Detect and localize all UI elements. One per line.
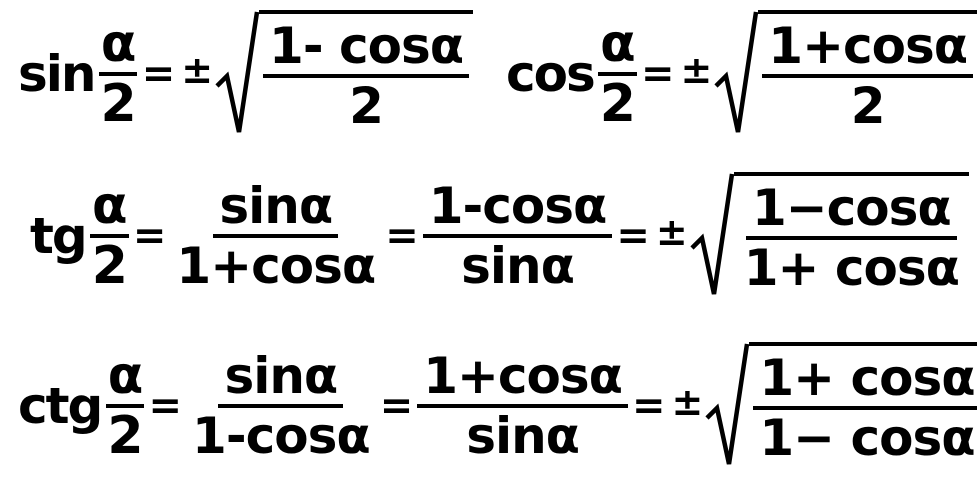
- fraction-numerator: 1+cosα: [417, 349, 629, 408]
- function-name: sin: [18, 45, 96, 103]
- equals-sign: =: [616, 213, 650, 259]
- radical-sign-icon: [215, 11, 260, 133]
- fraction-numerator: sinα: [213, 179, 339, 238]
- fraction-numerator: 1−cosα: [745, 181, 957, 240]
- fraction-denominator: 2: [349, 77, 384, 135]
- plus-minus-sign: ±: [655, 210, 688, 254]
- formula-tg-half-angle: tg α 2 = sinα 1+cosα = 1-cosα sinα = ± 1…: [30, 172, 969, 300]
- square-root: 1+ cosα 1− cosα: [705, 342, 977, 470]
- fraction-numerator: α: [98, 14, 138, 76]
- formula-ctg-half-angle: ctg α 2 = sinα 1-cosα = 1+cosα sinα = ± …: [18, 342, 977, 470]
- one-minus-cos-over-sin-fraction: 1-cosα sinα: [422, 179, 613, 295]
- fraction-denominator: 1+ cosα: [743, 239, 960, 297]
- equals-sign: =: [385, 213, 419, 259]
- fraction-numerator: α: [597, 14, 637, 76]
- equals-sign: =: [148, 383, 183, 429]
- equals-sign: =: [132, 213, 167, 259]
- radicand: 1−cosα 1+ cosα: [733, 172, 969, 300]
- fraction-denominator: 1+cosα: [176, 237, 376, 295]
- fraction-numerator: 1-cosα: [422, 179, 613, 238]
- formula-cos-half-angle: cos α 2 = ± 1+cosα 2: [506, 10, 977, 138]
- plus-minus-sign: ±: [181, 48, 214, 92]
- fraction-numerator: α: [89, 176, 129, 238]
- function-name: cos: [506, 45, 596, 103]
- plus-minus-sign: ±: [680, 48, 713, 92]
- radical-sign-icon: [705, 343, 750, 465]
- radicand: 1+ cosα 1− cosα: [749, 342, 977, 470]
- fraction-numerator: α: [105, 346, 145, 408]
- fraction-numerator: 1- cosα: [263, 19, 470, 78]
- half-angle-fraction: α 2: [105, 346, 145, 466]
- sin-over-one-minus-cos-fraction: sinα 1-cosα: [186, 349, 376, 463]
- radicand-fraction: 1+cosα 2: [762, 19, 974, 135]
- fraction-denominator: 1-cosα: [192, 407, 371, 465]
- function-name: tg: [30, 207, 88, 265]
- fraction-denominator: sinα: [466, 407, 580, 465]
- formula-sin-half-angle: sin α 2 = ± 1- cosα 2: [18, 10, 474, 138]
- radicand-fraction: 1+ cosα 1− cosα: [753, 351, 977, 465]
- square-root: 1−cosα 1+ cosα: [690, 172, 969, 300]
- radical-sign-icon: [690, 173, 734, 295]
- fraction-denominator: 2: [91, 236, 128, 296]
- one-plus-cos-over-sin-fraction: 1+cosα sinα: [417, 349, 629, 465]
- half-angle-fraction: α 2: [98, 14, 138, 134]
- fraction-denominator: 2: [107, 406, 143, 466]
- equals-sign: =: [379, 383, 414, 429]
- square-root: 1+cosα 2: [714, 10, 977, 138]
- half-angle-fraction: α 2: [597, 14, 637, 134]
- fraction-denominator: 2: [100, 74, 137, 134]
- fraction-denominator: 2: [599, 74, 636, 134]
- equals-sign: =: [640, 51, 675, 97]
- radicand-fraction: 1−cosα 1+ cosα: [738, 181, 965, 295]
- radical-sign-icon: [714, 11, 759, 133]
- radicand: 1+cosα 2: [758, 10, 977, 138]
- equals-sign: =: [141, 51, 176, 97]
- fraction-denominator: 1− cosα: [759, 409, 975, 467]
- fraction-numerator: 1+cosα: [762, 19, 974, 78]
- fraction-numerator: sinα: [218, 349, 344, 408]
- fraction-denominator: sinα: [461, 237, 575, 295]
- radicand: 1- cosα 2: [259, 10, 474, 138]
- square-root: 1- cosα 2: [215, 10, 474, 138]
- equals-sign: =: [632, 383, 666, 429]
- fraction-numerator: 1+ cosα: [753, 351, 977, 410]
- radicand-fraction: 1- cosα 2: [263, 19, 470, 135]
- plus-minus-sign: ±: [671, 380, 704, 424]
- sin-over-one-plus-cos-fraction: sinα 1+cosα: [170, 179, 381, 293]
- fraction-denominator: 2: [850, 77, 886, 135]
- half-angle-fraction: α 2: [89, 176, 129, 296]
- function-name: ctg: [18, 377, 103, 435]
